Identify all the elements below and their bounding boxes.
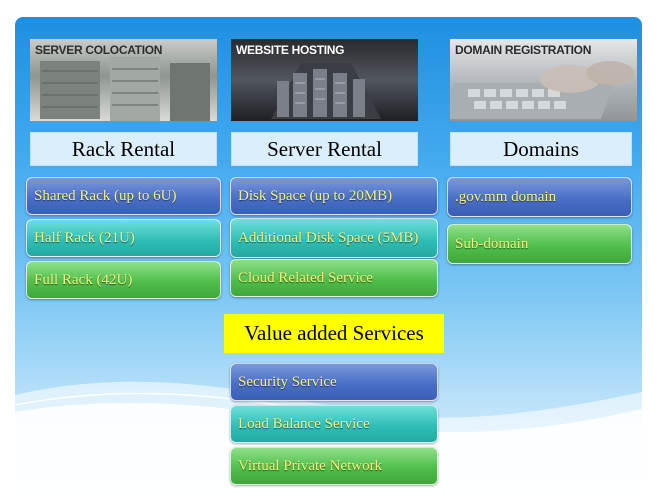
full-rack-item: Full Rack (42U)	[26, 261, 221, 299]
website-hosting-banner: WEBSITE HOSTING	[231, 39, 418, 121]
banner-label: WEBSITE HOSTING	[236, 43, 345, 57]
server-rental-header: Server Rental	[231, 132, 418, 166]
disk-space-item: Disk Space (up to 20MB)	[230, 177, 438, 215]
server-colocation-banner: SERVER COLOCATION	[30, 39, 217, 121]
banner-label: SERVER COLOCATION	[35, 43, 163, 57]
rack-rental-header: Rack Rental	[30, 132, 217, 166]
slide-background: SERVER COLOCATION WEBSITE HOSTING	[15, 17, 642, 495]
load-balance-service-item: Load Balance Service	[230, 405, 438, 443]
half-rack-item: Half Rack (21U)	[26, 219, 221, 257]
value-added-services-title: Value added Services	[224, 314, 444, 353]
keyboard-hands-image	[450, 61, 634, 119]
server-rack-image	[40, 57, 210, 121]
server-tower-image	[271, 63, 381, 119]
gov-mm-domain-item: .gov.mm domain	[447, 177, 632, 217]
security-service-item: Security Service	[230, 363, 438, 401]
virtual-private-network-item: Virtual Private Network	[230, 447, 438, 485]
banner-label: DOMAIN REGISTRATION	[455, 43, 592, 57]
shared-rack-item: Shared Rack (up to 6U)	[26, 177, 221, 215]
cloud-related-service-item: Cloud Related Service	[230, 259, 438, 297]
additional-disk-space-item: Additional Disk Space (5MB)	[230, 218, 438, 258]
domain-registration-banner: DOMAIN REGISTRATION	[450, 39, 637, 121]
sub-domain-item: Sub-domain	[447, 224, 632, 264]
domains-header: Domains	[450, 132, 632, 166]
